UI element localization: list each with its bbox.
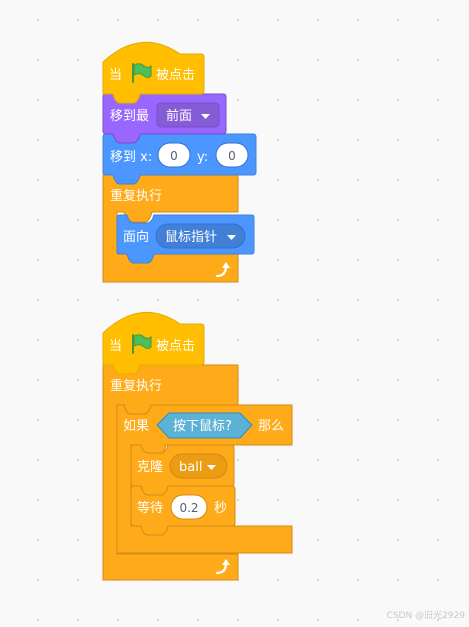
mouse-down-condition[interactable] xyxy=(156,412,253,439)
point-towards-dropdown[interactable] xyxy=(155,223,246,249)
wait-value: 0.2 xyxy=(179,501,198,515)
loop-arrow-icon xyxy=(215,559,230,575)
loop-arrow-icon xyxy=(215,262,230,278)
mouse-down-label: 按下鼠标? xyxy=(173,419,232,434)
watermark: CSDN @旧光2929 xyxy=(386,611,465,621)
goto-xy-label: 移到 x: xyxy=(110,150,152,165)
dropdown-arrow-icon xyxy=(207,465,216,470)
clone-value: ball xyxy=(179,460,202,475)
dropdown-arrow-icon xyxy=(201,114,210,119)
hat-when-label: 当 xyxy=(109,68,122,83)
clone-label: 克隆 xyxy=(137,460,163,475)
green-flag-icon xyxy=(132,334,152,354)
green-flag-icon xyxy=(132,63,152,83)
wait-label: 等待 xyxy=(137,500,163,516)
hat-clicked-label: 被点击 xyxy=(156,339,195,354)
wait-input[interactable] xyxy=(170,494,208,520)
when-flag-clicked-hat[interactable] xyxy=(102,41,205,104)
when-flag-clicked-hat[interactable] xyxy=(102,311,205,375)
y-label: y: xyxy=(197,150,208,165)
forever-label: 重复执行 xyxy=(110,378,162,394)
hat-when-label: 当 xyxy=(109,339,122,354)
y-input[interactable] xyxy=(215,142,249,168)
layer-value: 前面 xyxy=(166,108,192,124)
goto-layer-label: 移到最 xyxy=(110,109,149,124)
clone-dropdown[interactable] xyxy=(169,453,228,479)
x-input[interactable] xyxy=(157,142,191,168)
wait-unit: 秒 xyxy=(214,501,227,516)
then-label: 那么 xyxy=(258,419,284,434)
forever-label: 重复执行 xyxy=(110,188,162,204)
y-value: 0 xyxy=(228,149,236,163)
point-towards-value: 鼠标指针 xyxy=(165,230,217,245)
point-towards-label: 面向 xyxy=(123,229,149,245)
if-label: 如果 xyxy=(123,418,149,434)
dropdown-arrow-icon xyxy=(227,235,236,240)
x-value: 0 xyxy=(170,149,178,163)
hat-clicked-label: 被点击 xyxy=(156,68,195,83)
layer-dropdown[interactable] xyxy=(156,102,220,128)
